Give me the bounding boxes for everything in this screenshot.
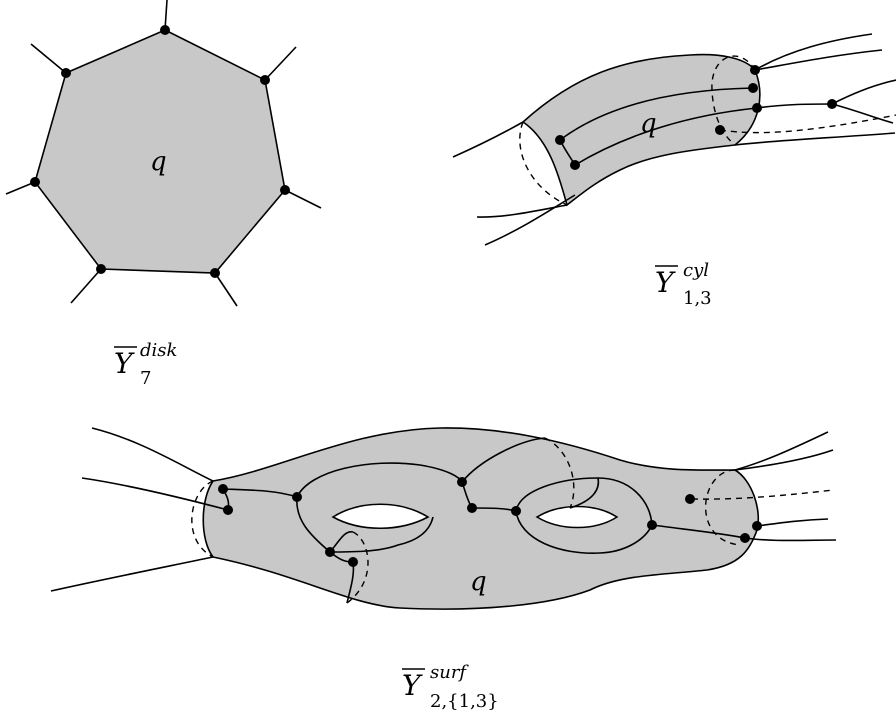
cylinder-caption-base: Y [655, 266, 676, 299]
surface-node [292, 492, 302, 502]
disk-caption-sup: disk [140, 340, 177, 361]
cylinder-node [750, 65, 760, 75]
surface-hole-left [331, 503, 430, 529]
surface-node [218, 484, 228, 494]
disk-figure: q Y disk 7 [5, 0, 322, 389]
cylinder-node [748, 83, 758, 93]
disk-face-label: q [150, 147, 167, 177]
disk-node [61, 68, 71, 78]
cylinder-face [521, 53, 761, 207]
surface-node [467, 503, 477, 513]
surface-figure: q Y surf 2,{1,3} [50, 427, 837, 712]
surface-caption-base: Y [402, 669, 423, 702]
cylinder-node [752, 103, 762, 113]
surface-caption-sup: surf [430, 662, 469, 683]
disk-node [260, 75, 270, 85]
surface-caption-sub: 2,{1,3} [430, 691, 499, 712]
disk-legs [5, 0, 322, 307]
surface-node [457, 477, 467, 487]
surface-node [223, 505, 233, 515]
surface-caption: Y surf 2,{1,3} [402, 662, 499, 712]
surface-node [348, 557, 358, 567]
cylinder-node [555, 135, 565, 145]
cylinder-node [570, 160, 580, 170]
disk-node [30, 177, 40, 187]
cylinder-caption-sup: cyl [683, 260, 709, 281]
disk-nodes [30, 25, 290, 278]
cylinder-caption-sub: 1,3 [683, 288, 712, 309]
cylinder-caption: Y cyl 1,3 [655, 260, 712, 309]
surface-node [647, 520, 657, 530]
disk-caption-sub: 7 [140, 368, 151, 389]
surface-node [752, 521, 762, 531]
surface-face [202, 427, 759, 610]
surface-face-label: q [470, 567, 487, 597]
cylinder-node [715, 125, 725, 135]
disk-face [34, 29, 286, 274]
surface-node [685, 494, 695, 504]
disk-node [280, 185, 290, 195]
disk-node [160, 25, 170, 35]
disk-node [210, 268, 220, 278]
surface-node [511, 506, 521, 516]
disk-node [96, 264, 106, 274]
cylinder-node [827, 99, 837, 109]
disk-caption-base: Y [114, 347, 135, 380]
cylinder-face-label: q [640, 109, 657, 139]
disk-caption: Y disk 7 [114, 340, 177, 389]
surface-hole-right [535, 505, 619, 529]
cylinder-figure: q Y cyl 1,3 [452, 33, 896, 309]
surface-node [325, 547, 335, 557]
surface-node [740, 533, 750, 543]
